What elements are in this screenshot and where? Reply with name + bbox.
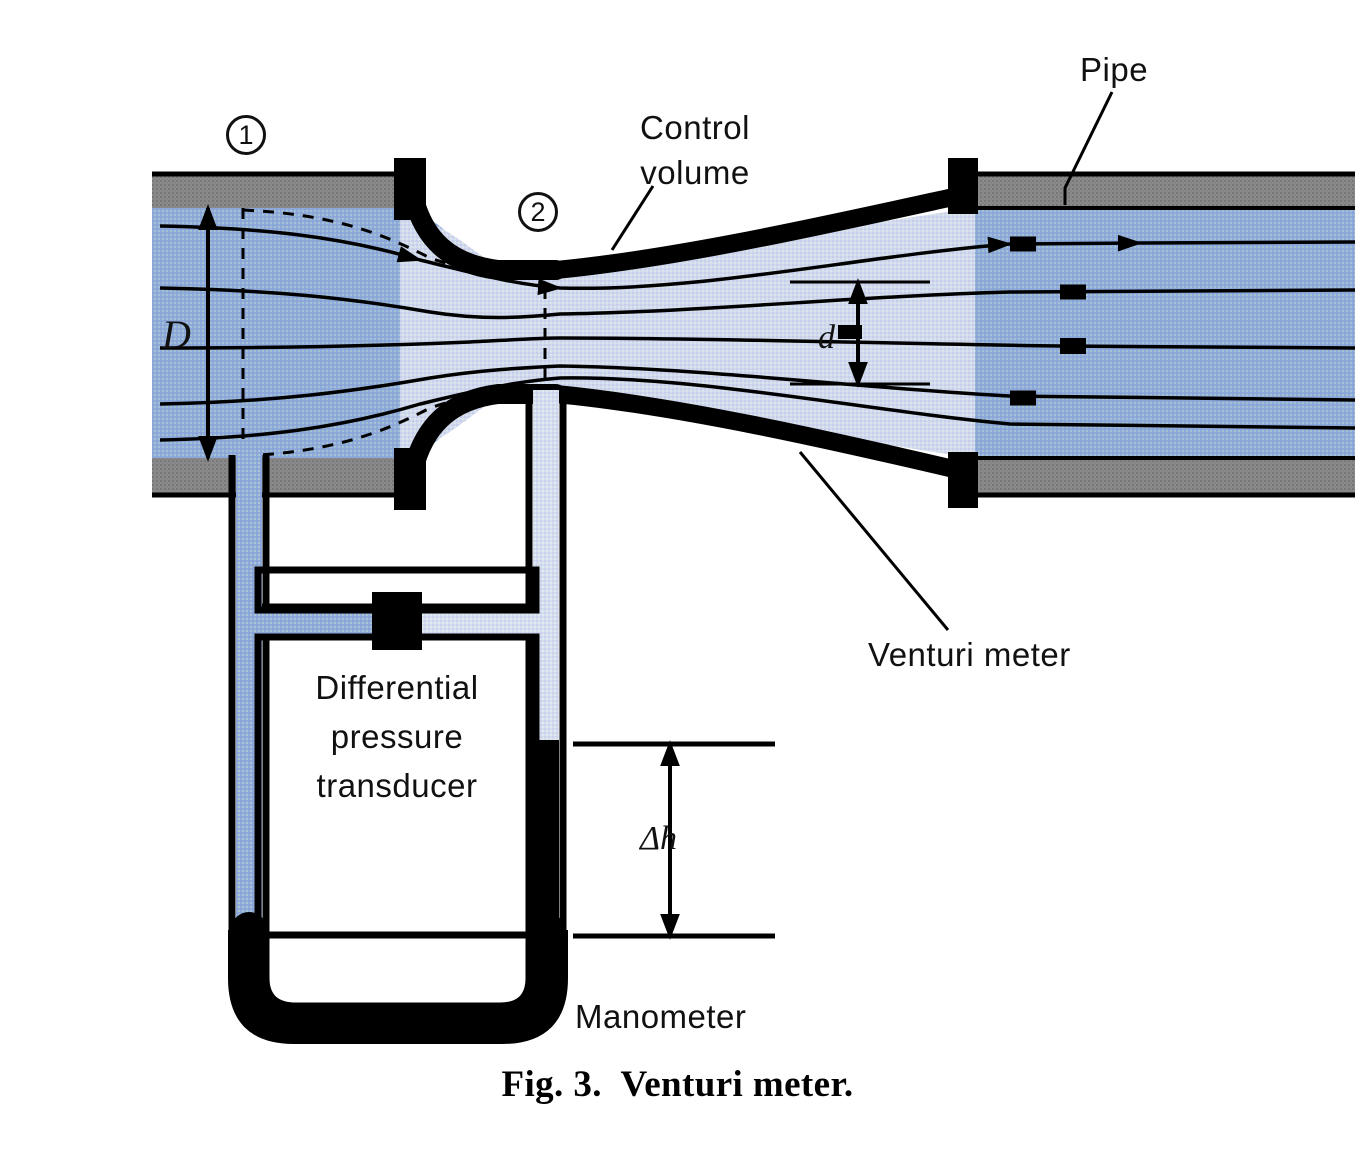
manometer-bend-mercury <box>231 912 564 1040</box>
manometer-u-bend <box>228 912 568 1044</box>
venturi-converging-wall-bottom <box>403 384 566 480</box>
control-volume-upper-surface <box>242 208 546 275</box>
streamline-5 <box>159 376 1355 442</box>
transducer-label-line3: transducer <box>316 767 478 804</box>
streamline-1 <box>159 224 1355 296</box>
station-marker-2: 2 <box>518 192 558 232</box>
leader-line-pipe <box>1063 91 1114 205</box>
pipe-wall-top-right <box>975 176 1355 208</box>
manometer-scale-group <box>277 740 775 940</box>
transducer-label-line2: pressure <box>330 718 464 755</box>
control-volume-label-line1: Control <box>640 109 750 146</box>
pipe-wall-group <box>152 171 1355 498</box>
figure-caption: Fig. 3. Venturi meter. <box>501 1064 854 1105</box>
transducer-label-line1: Differential <box>315 669 479 706</box>
control-volume-lower-surface <box>242 391 546 458</box>
streamline-3 <box>159 336 1355 350</box>
transducer-diaphragm <box>372 592 422 650</box>
leader-line-control-volume <box>610 185 655 251</box>
control-volume-label-line2: volume <box>640 154 750 191</box>
diameter-d-label: d <box>818 319 836 356</box>
pipe-label: Pipe <box>1080 51 1149 88</box>
venturi-diverging-wall-bottom <box>547 385 967 479</box>
manometer-bend-inner-outline <box>262 930 533 1010</box>
manometer-label: Manometer <box>575 998 747 1035</box>
differential-pressure-transducer <box>254 566 540 939</box>
station-marker-1: 1 <box>226 115 266 155</box>
pipe-wall-top-left <box>152 176 394 208</box>
control-volume-boundary <box>241 208 547 458</box>
delta-h-label: Δh <box>640 820 677 857</box>
transducer-duct-fluid-left <box>262 610 372 634</box>
dimension-d <box>790 278 930 388</box>
pipe-wall-bottom-left <box>152 458 394 495</box>
venturi-meter-label: Venturi meter <box>868 636 1071 673</box>
manometer-bend-outline <box>228 930 568 1044</box>
pipe-wall-bottom-right <box>975 458 1355 495</box>
leader-lines-group <box>610 91 1114 631</box>
leader-line-venturi-meter <box>798 451 950 631</box>
diameter-D-label: D <box>162 312 192 357</box>
transducer-duct-fluid-right <box>420 610 535 634</box>
